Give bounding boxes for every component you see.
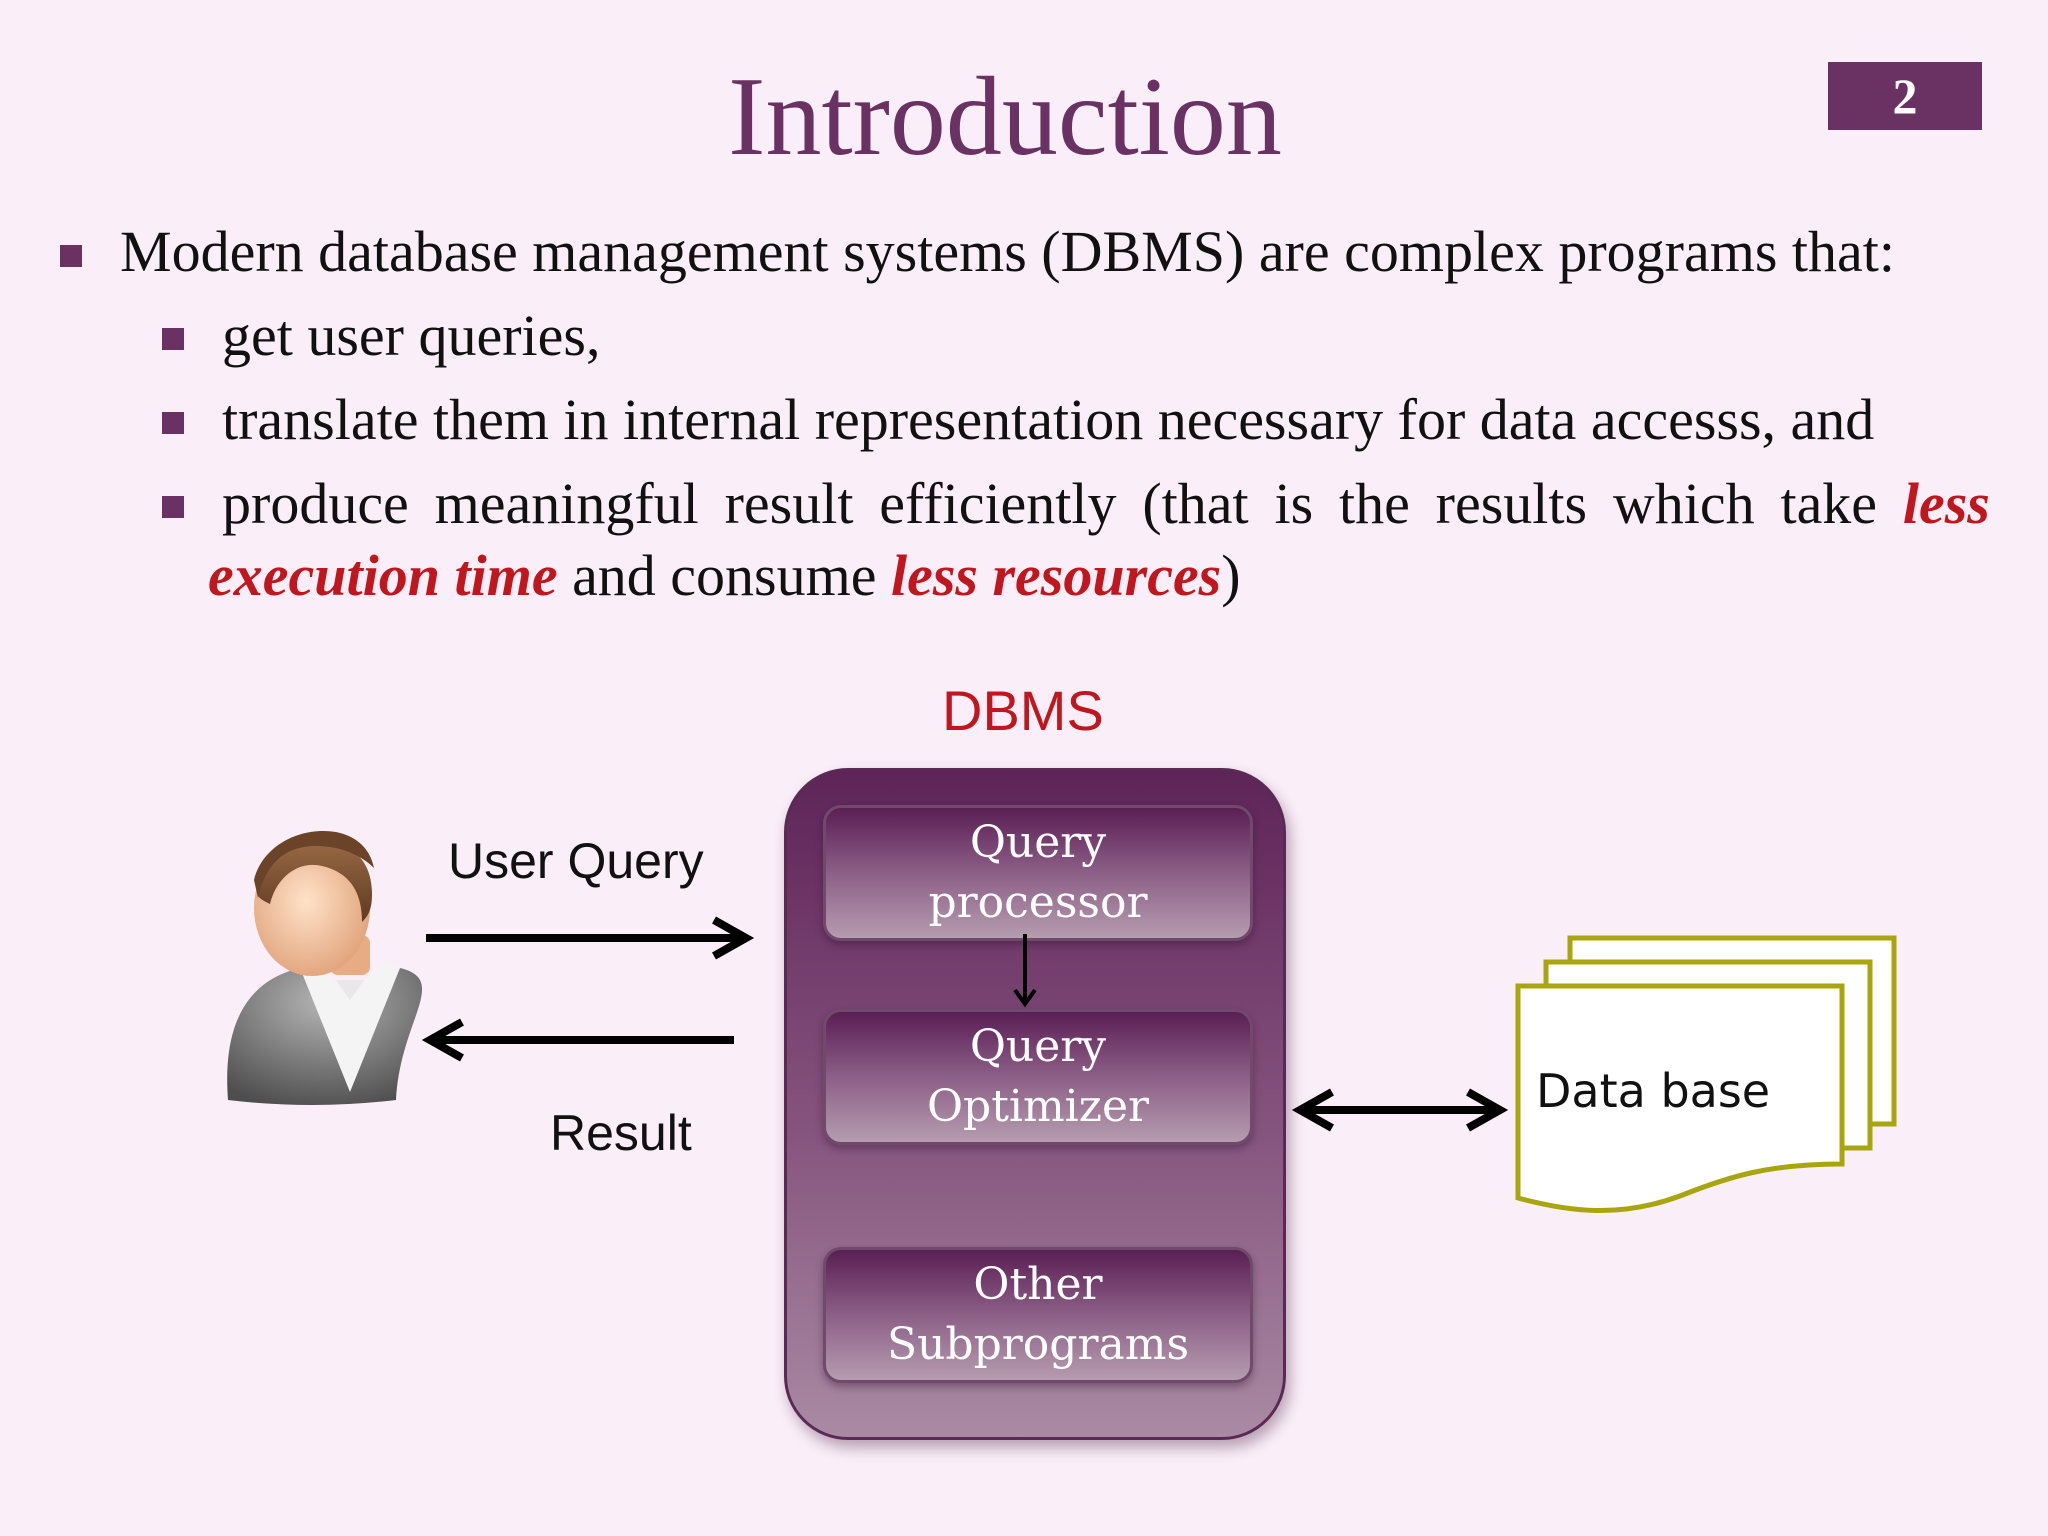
bidirectional-arrow	[1291, 1088, 1509, 1132]
user-query-arrow	[426, 916, 755, 960]
database-label: Data base	[1536, 1064, 1771, 1118]
closing-paren: )	[1221, 543, 1241, 608]
user-icon	[227, 830, 423, 1105]
page-number-badge: 2	[1828, 62, 1982, 130]
result-label: Result	[550, 1105, 692, 1161]
word: result	[724, 471, 854, 536]
word: which	[1612, 471, 1755, 536]
bullet-marker	[162, 496, 184, 518]
module-line-2: Optimizer	[926, 1081, 1150, 1132]
result-arrow	[421, 1018, 734, 1062]
user-query-label: User Query	[448, 833, 704, 889]
bullet-marker	[162, 412, 184, 434]
module-line-2: processor	[928, 877, 1148, 928]
word: results	[1435, 471, 1588, 536]
word: efficiently	[879, 471, 1117, 536]
slide-title: Introduction	[728, 55, 1282, 179]
emphasis-less: less	[1902, 471, 1990, 536]
other-subprograms-module: Other Subprograms	[823, 1247, 1253, 1383]
dbms-container: Query processor Query Optimizer Other Su…	[784, 768, 1286, 1440]
bullet-main: Modern database management systems (DBMS…	[120, 219, 1895, 284]
module-line-1: Query	[969, 1021, 1107, 1072]
word: produce	[222, 471, 409, 536]
word: meaningful	[434, 471, 699, 536]
bullet-sub-1: get user queries,	[222, 303, 601, 368]
bullet-sub-3-line-1: produce meaningful result efficiently (t…	[222, 470, 1990, 537]
bullet-marker	[162, 328, 184, 350]
emphasis-less-resources: less resources	[890, 543, 1222, 608]
bullet-sub-2: translate them in internal representatio…	[222, 387, 1875, 452]
word: take	[1780, 471, 1878, 536]
bullet-sub-3-line-2: execution time and consume less resource…	[208, 542, 1241, 609]
module-line-1: Query	[969, 817, 1107, 868]
processor-to-optimizer-arrow	[1013, 934, 1037, 1008]
query-optimizer-module: Query Optimizer	[823, 1009, 1253, 1145]
word: is	[1274, 471, 1314, 536]
query-processor-module: Query processor	[823, 805, 1253, 941]
module-line-2: Subprograms	[886, 1319, 1190, 1370]
bullet-marker	[60, 245, 82, 267]
module-line-1: Other	[973, 1259, 1103, 1310]
emphasis-execution-time: execution time	[208, 543, 558, 608]
dbms-label: DBMS	[942, 679, 1104, 742]
word: (that	[1142, 471, 1249, 536]
database-stack-icon	[1515, 935, 1897, 1214]
text-and-consume: and consume	[557, 543, 891, 608]
word: the	[1338, 471, 1410, 536]
